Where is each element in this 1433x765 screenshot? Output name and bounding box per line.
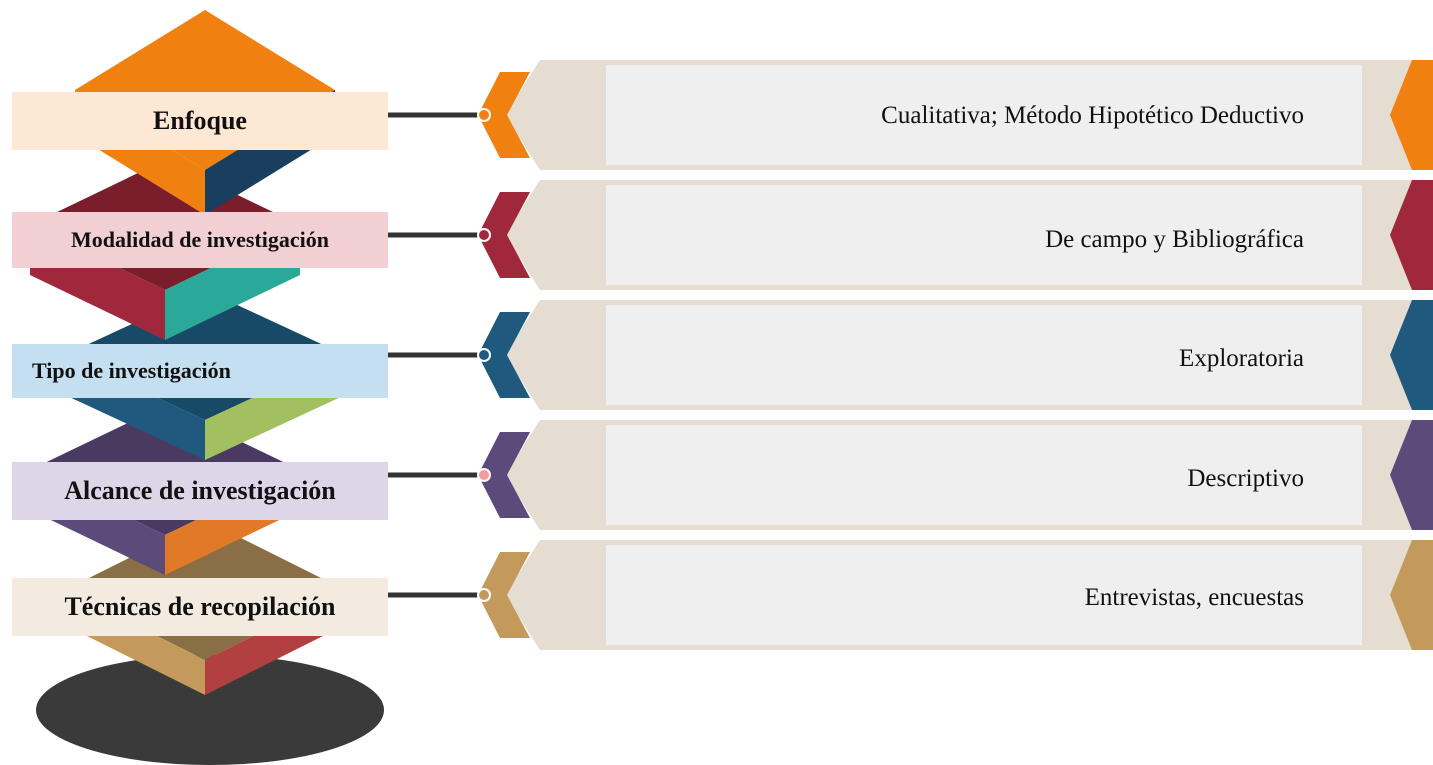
value-alcance: Descriptivo (1187, 465, 1304, 492)
panel-inner-tipo (606, 305, 1362, 405)
chevron-right-alcance (1390, 420, 1433, 530)
connector-dot-modalidad (479, 230, 489, 240)
chevron-left-tipo (478, 312, 530, 398)
rows-graphics (388, 60, 1433, 650)
chevron-right-modalidad (1390, 180, 1433, 290)
panel-inner-modalidad (606, 185, 1362, 285)
connector-dot-enfoque (479, 110, 489, 120)
label-modalidad: Modalidad de investigación (71, 227, 329, 252)
label-alcance: Alcance de investigación (64, 476, 336, 505)
panel-inner-tecnicas (606, 545, 1362, 645)
chevron-right-tipo (1390, 300, 1433, 410)
chevron-right-tecnicas (1390, 540, 1433, 650)
value-tecnicas: Entrevistas, encuestas (1084, 584, 1304, 611)
label-box-alcance: Alcance de investigación (12, 462, 388, 520)
chevron-left-modalidad (478, 192, 530, 278)
value-tipo: Exploratoria (1179, 345, 1304, 372)
label-tecnicas: Técnicas de recopilación (64, 592, 336, 621)
chevron-right-enfoque (1390, 60, 1433, 170)
label-box-enfoque: Enfoque (12, 92, 388, 150)
chevron-left-tecnicas (478, 552, 530, 638)
label-box-modalidad: Modalidad de investigación (12, 212, 388, 268)
connector-dot-tipo (479, 350, 489, 360)
panel-inner-enfoque (606, 65, 1362, 165)
label-enfoque: Enfoque (153, 106, 247, 135)
label-box-tecnicas: Técnicas de recopilación (12, 578, 388, 636)
connector-dot-tecnicas (479, 590, 489, 600)
label-box-tipo: Tipo de investigación (12, 344, 388, 398)
value-enfoque: Cualitativa; Método Hipotético Deductivo (881, 102, 1304, 129)
label-tipo: Tipo de investigación (32, 358, 231, 383)
connector-dot-alcance (479, 470, 489, 480)
chevron-left-enfoque (478, 72, 530, 158)
chevron-left-alcance (478, 432, 530, 518)
panel-inner-alcance (606, 425, 1362, 525)
value-modalidad: De campo y Bibliográfica (1045, 226, 1304, 253)
base-ellipse (36, 655, 384, 765)
